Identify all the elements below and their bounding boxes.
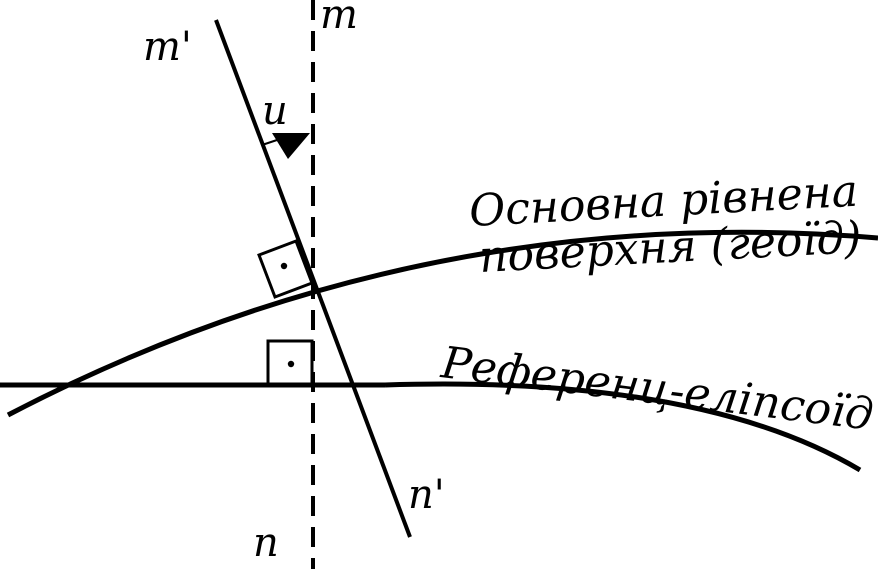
- geoid-curve: [6, 229, 878, 418]
- geoid-normal-line: [214, 19, 412, 538]
- angle-arrow-icon: [272, 133, 310, 159]
- label-n: n: [253, 520, 279, 566]
- ellipsoid-caption: Референц-еліпсоїд: [438, 337, 876, 441]
- right-angle-marker-geoid: [257, 239, 314, 299]
- label-m: m: [320, 0, 358, 38]
- right-angle-marker-ellipsoid: [266, 339, 314, 387]
- right-angle-dot-geoid: [280, 262, 288, 270]
- label-u: u: [262, 88, 288, 134]
- ellipsoid-curve: [384, 381, 862, 473]
- label-n-prime: n': [408, 472, 445, 518]
- label-m-prime: m': [143, 24, 192, 70]
- right-angle-dot-ellipsoid: [287, 360, 295, 368]
